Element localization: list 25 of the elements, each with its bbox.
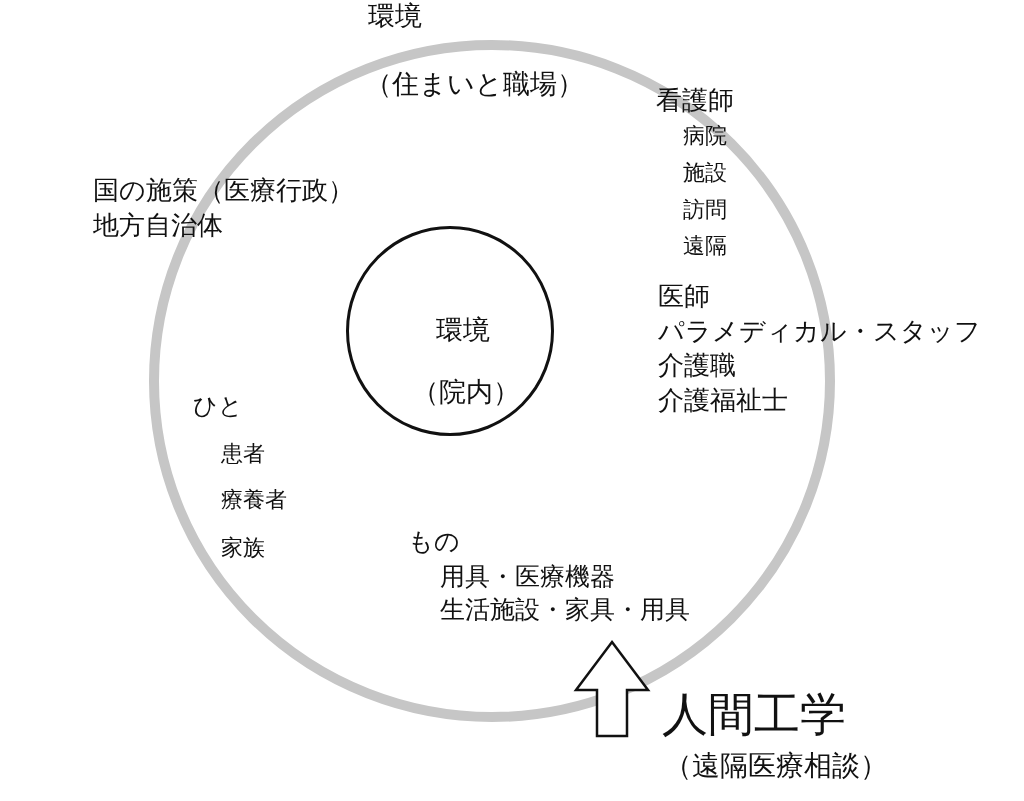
node-text: もの [408, 528, 460, 557]
node-text: （遠隔医療相談） [664, 750, 888, 783]
node-text: 環境 [436, 314, 490, 346]
label-text: 病院 [683, 123, 727, 149]
hollow-arrow [573, 639, 651, 738]
node-text: 用具・医療機器 [440, 563, 615, 592]
label-text: ひと [193, 393, 243, 421]
label-text: 訪問 [683, 197, 727, 223]
label-text: 施設 [683, 160, 727, 186]
node-text: （住まいと職場） [365, 68, 584, 100]
label-text: 遠隔 [683, 233, 727, 259]
label-text: 地方自治体 [93, 211, 223, 241]
node-text: 人間工学 [662, 688, 846, 741]
node-text: 環境 [368, 0, 422, 32]
label-text: 介護職 [658, 351, 736, 381]
label-text: 介護福祉士 [658, 386, 788, 416]
label-text: 医師 [658, 282, 710, 312]
label-text: パラメディカル・スタッフ [658, 317, 981, 347]
node-text: 生活施設・家具・用具 [440, 596, 690, 625]
label-text: 家族 [221, 535, 265, 561]
label-text: 患者 [221, 441, 265, 467]
label-text: 看護師 [656, 86, 734, 116]
node-text: （院内） [412, 376, 520, 408]
label-text: 国の施策（医療行政） [93, 176, 354, 206]
label-text: 療養者 [221, 487, 287, 513]
